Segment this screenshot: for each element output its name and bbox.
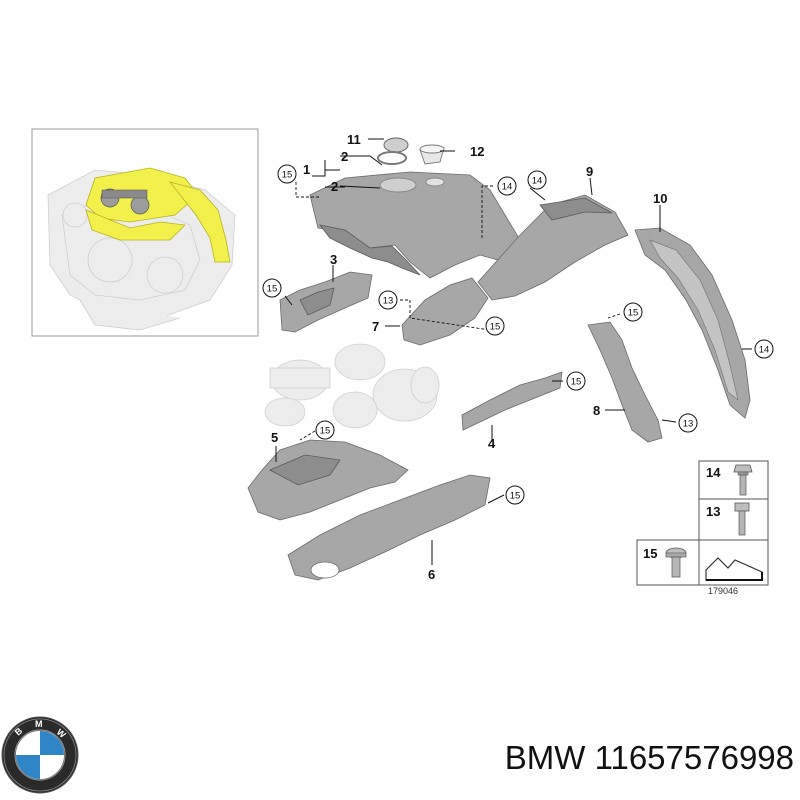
callout-8: 8	[593, 403, 600, 418]
callout-3: 3	[330, 252, 337, 267]
callout-4: 4	[488, 436, 496, 451]
svg-text:14: 14	[502, 182, 513, 193]
callout-6: 6	[428, 567, 435, 582]
circled-15-d: 15	[623, 302, 643, 322]
legend-number-13: 13	[706, 504, 720, 519]
part-12-grommet	[419, 144, 445, 165]
part-1-top-shield	[309, 171, 521, 279]
svg-text:14: 14	[759, 345, 770, 356]
circled-14-c: 14	[754, 339, 774, 359]
engine-overview-inset	[31, 128, 259, 337]
legend-number-14: 14	[706, 465, 721, 480]
part-10-heat-shield	[634, 227, 751, 419]
svg-text:15: 15	[510, 491, 521, 502]
engine-block-ghost	[47, 169, 236, 331]
logo-letter-m: M	[35, 719, 43, 729]
circled-15-g: 15	[505, 485, 525, 505]
callout-2a: 2	[341, 149, 348, 164]
circled-15-c: 15	[485, 316, 505, 336]
leader-lines	[275, 138, 752, 565]
circled-15-a: 15	[277, 164, 297, 184]
callout-11: 11	[347, 132, 361, 147]
callout-5: 5	[271, 430, 278, 445]
hex-bolt-icon	[734, 502, 750, 536]
turbochargers-ghost	[264, 343, 440, 429]
part-6-heat-shield	[287, 474, 491, 581]
circled-15-f: 15	[315, 420, 335, 440]
part-4-heat-shield	[461, 371, 563, 431]
callout-labels: 11 12 2 1 2 9 10 3 7 8 4 5 6	[271, 132, 667, 582]
bmw-logo: B M W	[1, 716, 79, 794]
flange-bolt-icon	[733, 464, 753, 496]
part-5-heat-shield	[247, 439, 409, 521]
svg-text:13: 13	[683, 419, 694, 430]
svg-text:15: 15	[267, 284, 278, 295]
svg-text:15: 15	[571, 377, 582, 388]
svg-text:13: 13	[383, 296, 394, 307]
legend-number-15: 15	[643, 546, 657, 561]
callout-1: 1	[303, 162, 310, 177]
svg-text:15: 15	[628, 308, 639, 319]
circled-13-b: 13	[678, 413, 698, 433]
svg-text:15: 15	[320, 426, 331, 437]
circled-14-a: 14	[497, 176, 517, 196]
part-11-ring-seal	[377, 137, 409, 165]
part-3-heat-shield	[279, 271, 373, 333]
circled-14-b: 14	[527, 170, 547, 190]
fastener-legend: 14 13 15	[636, 460, 769, 586]
callout-7: 7	[372, 319, 379, 334]
arrow-box-icon	[705, 557, 763, 581]
part-9-heat-shield	[477, 194, 629, 301]
svg-text:B: B	[13, 725, 25, 737]
callout-10: 10	[653, 191, 667, 206]
callout-12: 12	[470, 144, 484, 159]
callout-2b: 2	[331, 179, 338, 194]
circled-13-a: 13	[378, 290, 398, 310]
diagram-id: 179046	[708, 586, 738, 596]
part-7-heat-shield	[401, 277, 489, 346]
part-8-heat-shield	[587, 321, 663, 443]
svg-text:15: 15	[282, 170, 293, 181]
torx-screw-icon	[665, 547, 687, 578]
svg-text:14: 14	[532, 176, 543, 187]
highlighted-heat-shields	[85, 167, 231, 263]
circled-callouts: 15 14 14 15 13 15 15 14 15 13 15 15	[262, 164, 774, 505]
brand-part-number: BMW 11657576998	[384, 736, 794, 780]
circled-15-b: 15	[262, 278, 282, 298]
callout-9: 9	[586, 164, 593, 179]
svg-text:15: 15	[490, 322, 501, 333]
brand-name: BMW	[504, 739, 586, 776]
part-number: 11657576998	[594, 739, 794, 776]
circled-15-e: 15	[566, 371, 586, 391]
